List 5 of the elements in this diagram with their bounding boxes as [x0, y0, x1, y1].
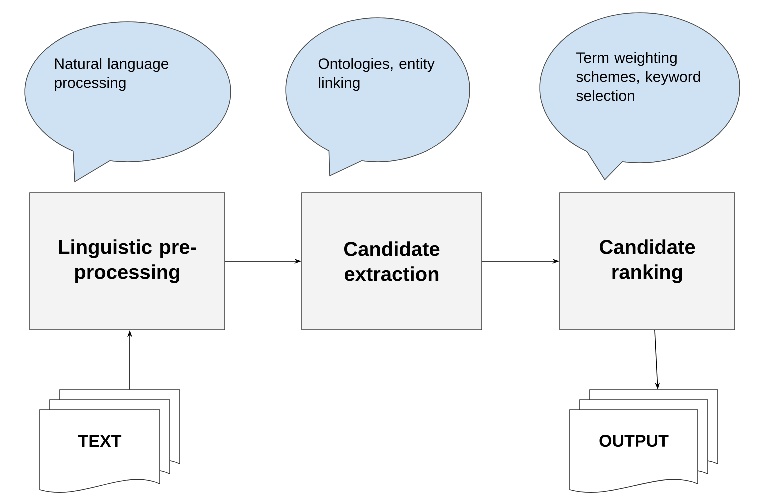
process-box: Linguistic pre-processing — [30, 192, 226, 330]
document-stack: TEXT — [40, 390, 180, 493]
process-box: Candidate extraction — [302, 192, 482, 330]
process-box: Candidate ranking — [560, 192, 736, 330]
document-stack: OUTPUT — [570, 390, 718, 493]
